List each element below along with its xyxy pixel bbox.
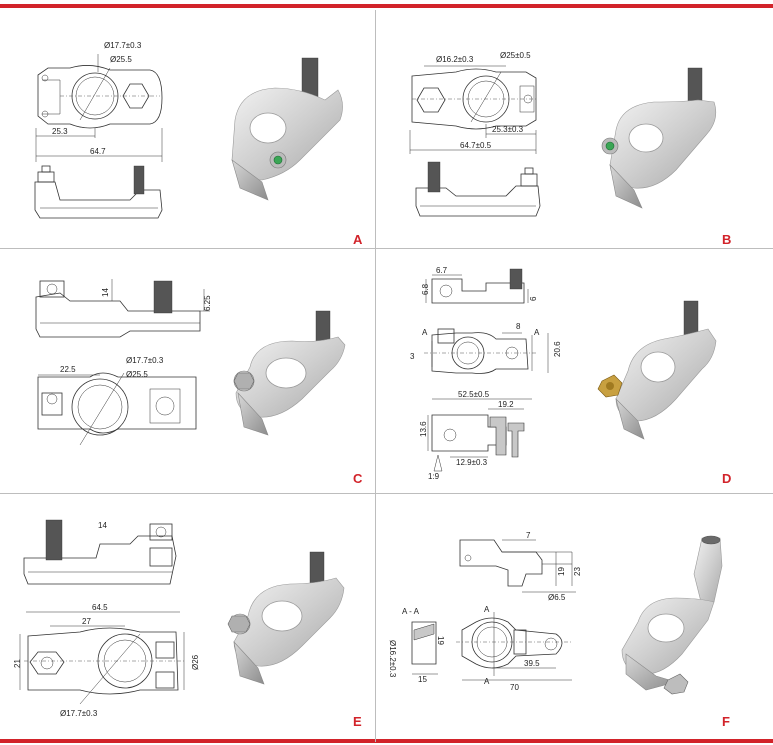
dim-c-h2: 6.25 — [203, 295, 212, 311]
panel-e-top-view: 64.5 27 21 Ø26 Ø17.7±0.3 — [13, 603, 200, 718]
dim-f-a2: A — [484, 677, 490, 686]
panel-d-label: D — [722, 471, 732, 486]
panel-b-side-view — [415, 161, 541, 217]
panel-a-label: A — [353, 232, 363, 247]
dim-c-d2: Ø25.5 — [126, 370, 148, 379]
dim-a-d2: Ø25.5 — [110, 55, 132, 64]
dim-a-d1: Ø17.7±0.3 — [104, 41, 142, 50]
dim-e-d26: Ø26 — [191, 654, 200, 670]
dim-e-t14: 14 — [98, 521, 107, 530]
dim-f-w15: 15 — [418, 675, 427, 684]
dim-f-w39: 39.5 — [524, 659, 540, 668]
dim-f-d16: Ø16.2±0.3 — [388, 640, 397, 678]
dim-f-h19: 19 — [557, 567, 566, 576]
panel-a: Ø17.7±0.3 Ø25.5 25.3 64.7 A — [0, 10, 375, 248]
panel-d-mid-view: A A 8 3 20.6 — [410, 322, 562, 374]
row-divider-1 — [0, 248, 773, 249]
top-red-rule — [0, 4, 773, 8]
panel-c-top-view: 22.5 Ø17.7±0.3 Ø25.5 — [37, 356, 197, 446]
panel-c-label: C — [353, 471, 363, 486]
panel-c-drawing: 14 6.25 22.5 Ø17.7±0.3 Ø25.5 — [35, 279, 346, 446]
dim-f-t7: 7 — [526, 531, 531, 540]
panel-a-side-view — [34, 165, 163, 219]
dim-d-w12: 12.9±0.3 — [456, 458, 488, 467]
dim-d-t3: 6 — [529, 296, 538, 301]
dim-f-h23: 23 — [573, 567, 582, 576]
panel-f-side-view: 7 19 23 Ø6.5 — [459, 531, 582, 602]
dim-b-d1: Ø16.2±0.3 — [436, 55, 474, 64]
panel-e-product-photo — [227, 551, 345, 685]
panel-b-label: B — [722, 232, 732, 247]
dim-d-t2: 6.8 — [421, 283, 430, 295]
panel-a-product-photo — [231, 57, 343, 201]
dim-b-d2: Ø25±0.5 — [500, 51, 531, 60]
panel-d-top-view: 6.7 6.8 6 — [421, 266, 538, 304]
dim-e-h21: 21 — [13, 659, 22, 668]
panel-f-label: F — [722, 714, 730, 729]
dim-e-w27: 27 — [82, 617, 91, 626]
panel-f-product-photo — [621, 535, 723, 695]
dim-d-t1: 6.7 — [436, 266, 448, 275]
panel-d-section-view: 52.5±0.5 19.2 13.6 12.9±0.3 1:9 — [419, 390, 532, 481]
row-divider-2 — [0, 493, 773, 494]
panel-e-drawing: 14 64.5 27 21 Ø26 Ø17.7±0.3 — [13, 519, 345, 718]
dim-c-d1: Ø17.7±0.3 — [126, 356, 164, 365]
dim-d-w19: 19.2 — [498, 400, 514, 409]
panel-c: 14 6.25 22.5 Ø17.7±0.3 Ø25.5 C — [0, 249, 375, 493]
dim-d-h3: 3 — [410, 352, 415, 361]
dim-d-h13: 13.6 — [419, 421, 428, 437]
panel-f-top-view: A A 19 39.5 70 — [436, 605, 572, 692]
dim-c-h1: 14 — [101, 288, 110, 297]
panel-c-side-view: 14 6.25 — [35, 279, 212, 338]
vertical-divider — [375, 10, 376, 742]
panel-f: 7 19 23 Ø6.5 A - A Ø16.2±0.3 15 A A 19 — [376, 494, 773, 739]
dim-d-ratio: 1:9 — [428, 472, 440, 481]
dim-a-w2: 64.7 — [90, 147, 106, 156]
dim-f-sec: A - A — [402, 607, 420, 616]
dim-d-w52: 52.5±0.5 — [458, 390, 490, 399]
panel-f-section-view: A - A Ø16.2±0.3 15 — [388, 607, 438, 684]
panel-e-label: E — [353, 714, 362, 729]
panel-d: 6.7 6.8 6 A A 8 3 20.6 — [376, 249, 773, 493]
dim-e-d17: Ø17.7±0.3 — [60, 709, 98, 718]
dim-b-w1: 25.3±0.3 — [492, 125, 524, 134]
dim-f-a1: A — [484, 605, 490, 614]
panel-b-drawing: Ø16.2±0.3 Ø25±0.5 25.3±0.3 64.7±0.5 — [409, 51, 717, 217]
panel-b-product-photo — [601, 67, 717, 209]
panel-f-drawing: 7 19 23 Ø6.5 A - A Ø16.2±0.3 15 A A 19 — [388, 531, 723, 695]
bottom-red-rule — [0, 739, 773, 743]
dim-d-h20: 20.6 — [553, 341, 562, 357]
panel-e-side-view: 14 — [23, 519, 177, 585]
panel-b-top-view: Ø16.2±0.3 Ø25±0.5 25.3±0.3 64.7±0.5 — [409, 51, 537, 154]
dim-b-w2: 64.7±0.5 — [460, 141, 492, 150]
dim-f-w70: 70 — [510, 683, 519, 692]
dim-d-w8: 8 — [516, 322, 521, 331]
dim-f-d65: Ø6.5 — [548, 593, 566, 602]
dim-d-s1: A — [422, 328, 428, 337]
panel-b: Ø16.2±0.3 Ø25±0.5 25.3±0.3 64.7±0.5 B — [376, 10, 773, 248]
dim-f-v19: 19 — [436, 636, 445, 645]
dim-c-w1: 22.5 — [60, 365, 76, 374]
dim-a-w1: 25.3 — [52, 127, 68, 136]
panel-c-product-photo — [233, 310, 346, 436]
panel-d-drawing: 6.7 6.8 6 A A 8 3 20.6 — [410, 266, 717, 481]
panel-d-product-photo — [597, 300, 717, 440]
dim-d-s2: A — [534, 328, 540, 337]
dim-e-w64: 64.5 — [92, 603, 108, 612]
panel-a-drawing: Ø17.7±0.3 Ø25.5 25.3 64.7 — [34, 41, 343, 219]
panel-e: 14 64.5 27 21 Ø26 Ø17.7±0.3 — [0, 494, 375, 739]
panel-a-top-view: Ø17.7±0.3 Ø25.5 25.3 64.7 — [35, 41, 163, 162]
